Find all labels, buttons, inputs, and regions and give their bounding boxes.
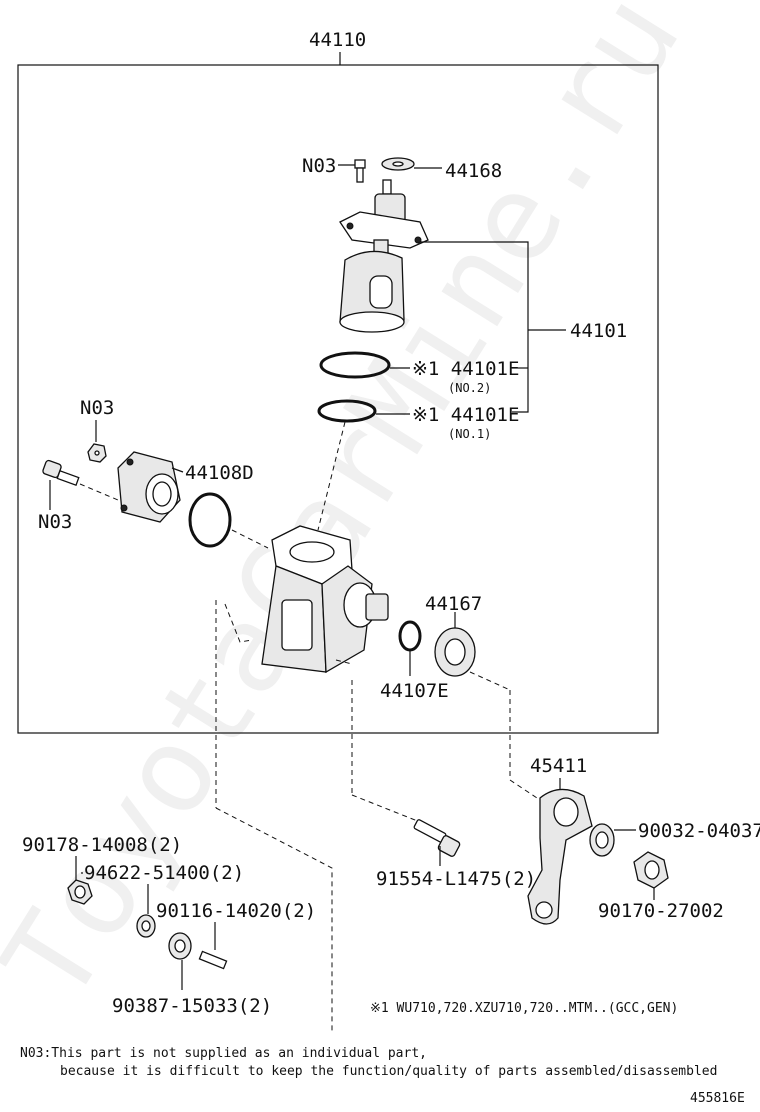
stud-90116[interactable]	[198, 950, 228, 970]
label-44101e-no2[interactable]: ※1 44101E	[412, 358, 519, 380]
label-94622[interactable]: 94622-51400(2)	[84, 862, 244, 884]
label-90032[interactable]: 90032-04037	[638, 820, 760, 842]
label-44108d[interactable]: 44108D	[185, 462, 254, 484]
bearing-44107e[interactable]	[398, 620, 422, 652]
figure-number: 455816E	[690, 1091, 745, 1106]
label-44101e-no1[interactable]: ※1 44101E	[412, 404, 519, 426]
label-90178[interactable]: 90178-14008(2)	[22, 834, 182, 856]
gear-housing[interactable]	[261, 525, 389, 674]
label-90116[interactable]: 90116-14020(2)	[156, 900, 316, 922]
assembly-label-44110[interactable]: 44110	[309, 29, 366, 51]
o-ring-no1[interactable]	[317, 399, 377, 423]
label-45411[interactable]: 45411	[530, 755, 587, 777]
label-44168[interactable]: 44168	[445, 160, 502, 182]
washer-90032[interactable]	[589, 823, 615, 857]
bushing-90387[interactable]	[168, 932, 192, 960]
sublabel-no1: (NO.1)	[448, 427, 491, 441]
bolt-n03-top[interactable]	[354, 159, 366, 183]
washer-94622[interactable]	[136, 914, 156, 938]
label-90387[interactable]: 90387-15033(2)	[112, 995, 272, 1017]
label-44107e[interactable]: 44107E	[380, 680, 449, 702]
assembly-frame	[17, 64, 659, 734]
label-44167[interactable]: 44167	[425, 593, 482, 615]
oil-seal-44167[interactable]	[434, 627, 476, 677]
label-n03-nut[interactable]: N03	[80, 397, 114, 419]
nut-90178[interactable]	[67, 879, 93, 905]
sublabel-no2: (NO.2)	[448, 381, 491, 395]
footnote-line-2: because it is difficult to keep the func…	[60, 1064, 717, 1079]
label-n03-top[interactable]: N03	[302, 155, 336, 177]
nut-90170[interactable]	[633, 851, 669, 889]
pitman-arm-45411[interactable]	[527, 788, 593, 925]
applicability-note: ※1 WU710,720.XZU710,720..MTM..(GCC,GEN)	[370, 1001, 678, 1016]
bolt-91554[interactable]	[413, 819, 461, 857]
label-44101[interactable]: 44101	[570, 320, 627, 342]
footnote-line-1: N03:This part is not supplied as an indi…	[20, 1046, 427, 1061]
label-90170[interactable]: 90170-27002	[598, 900, 724, 922]
control-valve-44101[interactable]	[339, 179, 429, 333]
o-ring-no2[interactable]	[319, 351, 391, 379]
end-cover-44108d[interactable]	[117, 451, 181, 523]
label-n03-bolt[interactable]: N03	[38, 511, 72, 533]
nut-n03[interactable]	[87, 443, 107, 463]
bolt-n03-side[interactable]	[42, 459, 80, 487]
label-91554[interactable]: 91554-L1475(2)	[376, 868, 536, 890]
o-ring-44108d[interactable]	[188, 492, 232, 548]
washer-44168[interactable]	[381, 157, 415, 171]
